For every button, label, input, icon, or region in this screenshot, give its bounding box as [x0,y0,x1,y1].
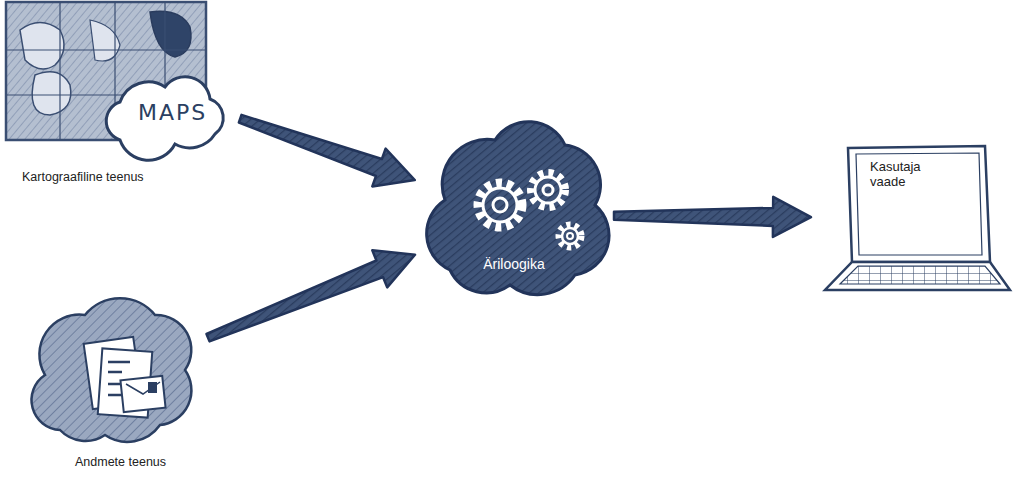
data-cloud [32,298,192,442]
screen-label: Kasutaja vaade [870,160,942,190]
data-service: Andmete teenus [35,305,195,445]
user-view: Kasutaja vaade [825,146,1010,290]
sketch-arrow [239,115,415,186]
business-logic: Äriloogika [428,130,600,300]
map-service: MAPSKartograafiline teenus [5,0,227,150]
laptop [825,146,1010,290]
service-label: Kartograafiline teenus [22,170,144,184]
logic-cloud [427,122,609,295]
sketch-arrow [614,197,811,237]
map-picture [6,2,223,160]
service-label: Andmete teenus [75,455,166,469]
sketch-arrow [207,250,416,341]
map-title: MAPS [138,100,207,125]
logic-label: Äriloogika [428,256,600,272]
